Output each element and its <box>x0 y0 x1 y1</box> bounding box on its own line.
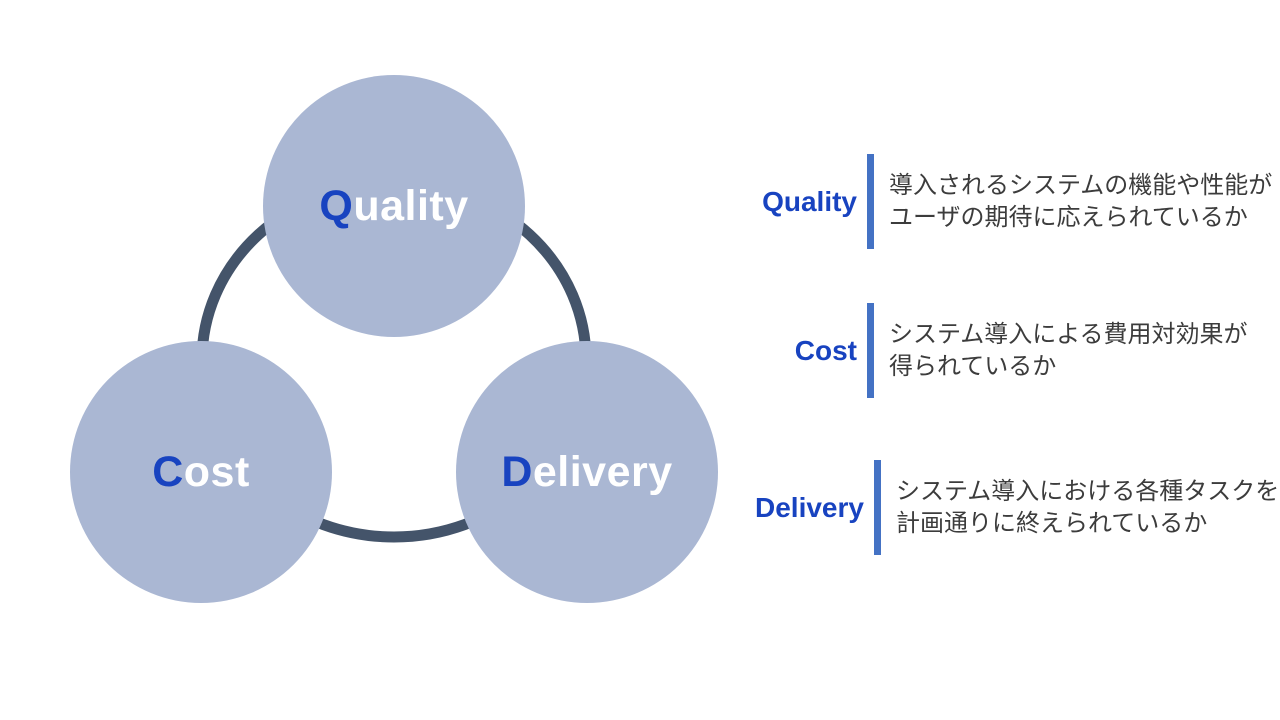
legend-separator-bar <box>867 303 874 398</box>
description-line: 導入されるシステムの機能や性能が <box>889 171 1273 199</box>
description-line: システム導入における各種タスクを <box>895 477 1280 505</box>
legend-label-cost: Cost <box>794 334 857 366</box>
description-line: システム導入による費用対効果が <box>889 320 1248 348</box>
legend-label-delivery: Delivery <box>755 491 864 523</box>
legend-label-quality: Quality <box>762 185 857 217</box>
description-line: 計画通りに終えられているか <box>895 509 1208 537</box>
description-line: 得られているか <box>889 352 1057 380</box>
qcd-cycle-shapes <box>70 75 718 603</box>
legend-separator-bar <box>867 154 874 249</box>
delivery-circle <box>456 341 718 603</box>
legend-row-delivery: Delivery システム導入における各種タスクを 計画通りに終えられているか <box>755 460 1280 555</box>
legend-row-quality: Quality 導入されるシステムの機能や性能が ユーザの期待に応えられているか <box>755 154 1280 249</box>
legend-description-delivery: システム導入における各種タスクを 計画通りに終えられているか <box>881 476 1279 540</box>
legend-separator-bar <box>873 460 881 555</box>
legend-description-quality: 導入されるシステムの機能や性能が ユーザの期待に応えられているか <box>874 170 1272 234</box>
quality-circle <box>263 75 525 337</box>
legend-row-cost: Cost システム導入による費用対効果が 得られているか <box>755 303 1280 398</box>
legend-description-cost: システム導入による費用対効果が 得られているか <box>874 319 1248 383</box>
description-line: ユーザの期待に応えられているか <box>889 203 1248 231</box>
cost-circle <box>70 341 332 603</box>
